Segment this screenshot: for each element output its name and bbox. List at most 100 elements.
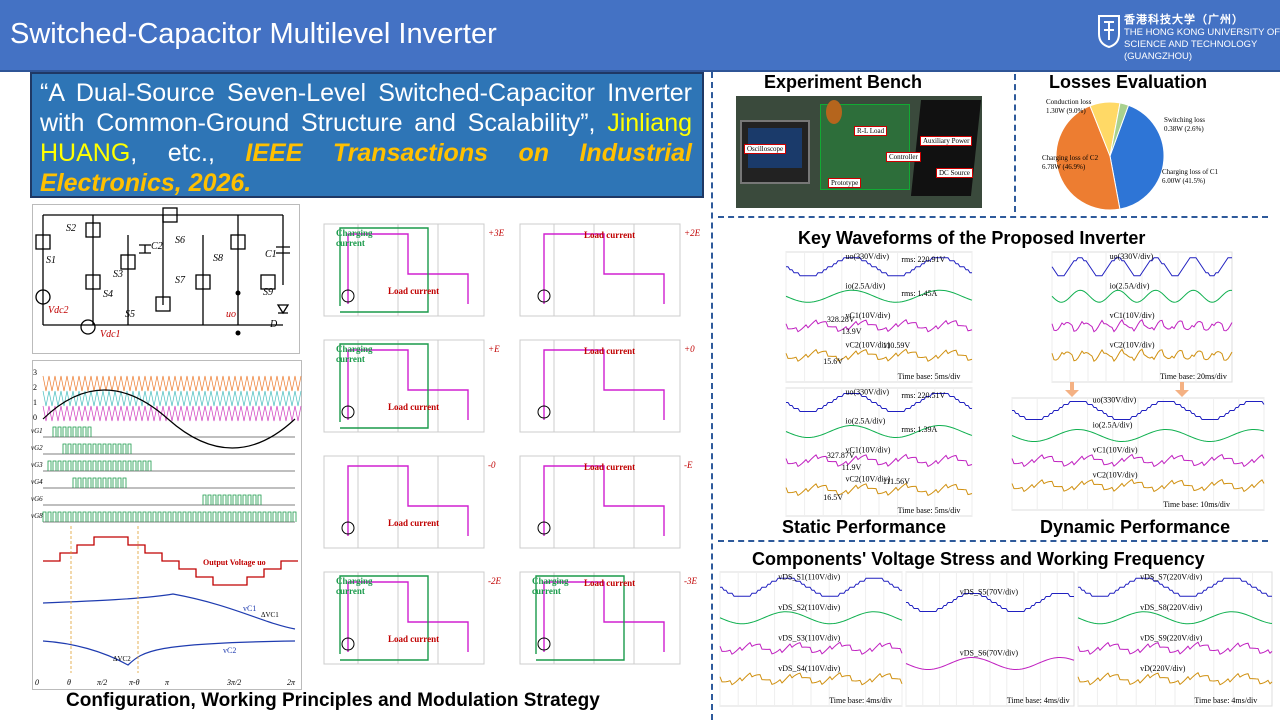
state-circuit [519, 223, 681, 317]
charging-current-label: Charging current [336, 344, 373, 364]
bench-label: R-L Load [854, 126, 888, 136]
hkust-emblem-icon [1098, 15, 1120, 49]
svg-text:S9: S9 [263, 287, 273, 298]
horizontal-divider-2 [718, 540, 1268, 542]
pie-slice-label: Conduction loss [1046, 98, 1092, 106]
trace-label: uo(330V/div) [846, 388, 890, 397]
stress-scope-1: vDS_S1(110V/div)vDS_S2(110V/div)vDS_S3(1… [719, 571, 903, 707]
measurement-note: 13.9V [842, 327, 862, 336]
x-tick-2pi: 2π [287, 678, 296, 687]
scope-trace [1011, 428, 1265, 443]
carrier-tick-1: 1 [33, 398, 37, 407]
scope-trace [719, 672, 903, 686]
inductor-image [826, 100, 842, 124]
pie-slice-label: Switching loss [1164, 116, 1205, 124]
bench-label: Auxiliary Power [920, 136, 973, 146]
dvc1-label: ΔVC1 [261, 611, 279, 619]
stress-scope-2: vDS_S5(70V/div)vDS_S6(70V/div)Time base:… [905, 571, 1075, 707]
stress-scope-3: vDS_S7(220V/div)vDS_S8(220V/div)vDS_S9(2… [1077, 571, 1273, 707]
scope-trace [1011, 478, 1265, 493]
scope-trace [1077, 641, 1273, 655]
scope-trace [719, 611, 903, 625]
x-tick-theta: θ [67, 678, 71, 687]
scope-trace [1051, 318, 1233, 333]
dynamic-scope-bottom: uo(330V/div)io(2.5A/div)vC1(10V/div)vC2(… [1011, 396, 1265, 511]
state-level-label: +2E [684, 228, 701, 238]
pie-slice [1109, 104, 1165, 210]
pie-slice-label: Charging loss of C1 [1162, 168, 1219, 176]
trace-label: vC1(10V/div) [846, 446, 891, 455]
losses-pie-svg: Charging loss of C16.00W (41.5%)Charging… [1042, 98, 1219, 211]
measurement-note: rms: 1.45A [901, 289, 937, 298]
timebase-label: Time base: 4ms/div [1007, 696, 1070, 705]
svg-text:S7: S7 [175, 275, 186, 286]
state-circuit [323, 339, 485, 433]
vertical-divider-small [1014, 74, 1016, 212]
citation-etc: , etc., [130, 139, 246, 167]
stress-title: Components' Voltage Stress and Working F… [752, 549, 1205, 569]
load-current-label: Load current [388, 518, 440, 528]
svg-text:C2: C2 [151, 241, 163, 252]
x-tick-3pi2: 3π/2 [226, 678, 241, 687]
scope-trace [1077, 611, 1273, 625]
trace-label: vDS_S7(220V/div) [1140, 572, 1203, 581]
measurement-note: 328.28V [827, 315, 855, 324]
gate-label-g6: vG6 [31, 495, 43, 503]
pie-slice [1055, 105, 1121, 211]
logo-english-name: THE HONG KONG UNIVERSITY OF SCIENCE AND … [1124, 27, 1281, 62]
static-scope-bottom: uo(330V/div)io(2.5A/div)vC1(10V/div)vC2(… [785, 387, 973, 517]
header-bar [0, 0, 1280, 72]
scope-trace [785, 453, 973, 468]
measurement-note: 111.56V [883, 477, 910, 486]
carrier-tick-2: 2 [33, 383, 37, 392]
gate-label-g3: vG3 [31, 461, 43, 469]
svg-text:S4: S4 [103, 289, 113, 300]
scope-trace [720, 577, 902, 597]
gate-label-g1: vG1 [31, 427, 43, 435]
scope-trace [1051, 257, 1232, 277]
pie-slice [1109, 102, 1130, 157]
output-voltage-label: Output Voltage uo [203, 558, 266, 567]
x-tick-0: 0 [35, 678, 39, 687]
svg-text:S8: S8 [213, 253, 223, 264]
citation-box: “A Dual-Source Seven-Level Switched-Capa… [30, 72, 704, 198]
horizontal-divider-1 [718, 216, 1268, 218]
measurement-note: 110.59V [883, 341, 911, 350]
logo-chinese-name: 香港科技大学（广州） [1124, 14, 1244, 26]
bench-title: Experiment Bench [764, 72, 923, 92]
load-current-label: Load current [388, 286, 440, 296]
scope-trace [785, 319, 973, 333]
scope-trace [785, 348, 973, 362]
trace-label: io(2.5A/div) [1093, 421, 1133, 430]
state-circuit [519, 339, 681, 433]
gate-label-g8: vG8 [31, 512, 43, 520]
trace-label: vDS_S5(70V/div) [960, 588, 1019, 597]
x-tick-pi: π [165, 678, 170, 687]
scope-trace [785, 424, 973, 439]
timebase-label: Time base: 20ms/div [1160, 372, 1227, 381]
load-current-label: Load current [584, 578, 636, 588]
bench-label: Controller [886, 152, 921, 162]
state-level-label: +0 [684, 344, 695, 354]
gate-label-g2: vG2 [31, 444, 43, 452]
trace-label: vDS_S9(220V/div) [1140, 633, 1203, 642]
load-current-label: Load current [584, 462, 636, 472]
trace-label: uo(330V/div) [1093, 396, 1137, 405]
svg-text:S5: S5 [125, 309, 135, 320]
bench-label: Prototype [828, 178, 862, 188]
trace-label: vC2(10V/div) [1093, 471, 1138, 480]
pie-slice-value: 1.30W (9.0%) [1046, 107, 1086, 115]
modulation-waveforms: 3 2 1 0 vG1 vG2 vG3 vG4 vG6 vG8 Output V… [31, 368, 302, 687]
page-title: Switched-Capacitor Multilevel Inverter [10, 18, 497, 50]
static-scope-top: uo(330V/div)io(2.5A/div)vC1(10V/div)vC2(… [785, 251, 973, 383]
trace-label: vC1(10V/div) [1110, 311, 1155, 320]
trace-label: vC1(10V/div) [846, 311, 891, 320]
trace-label: uo(330V/div) [846, 252, 890, 261]
